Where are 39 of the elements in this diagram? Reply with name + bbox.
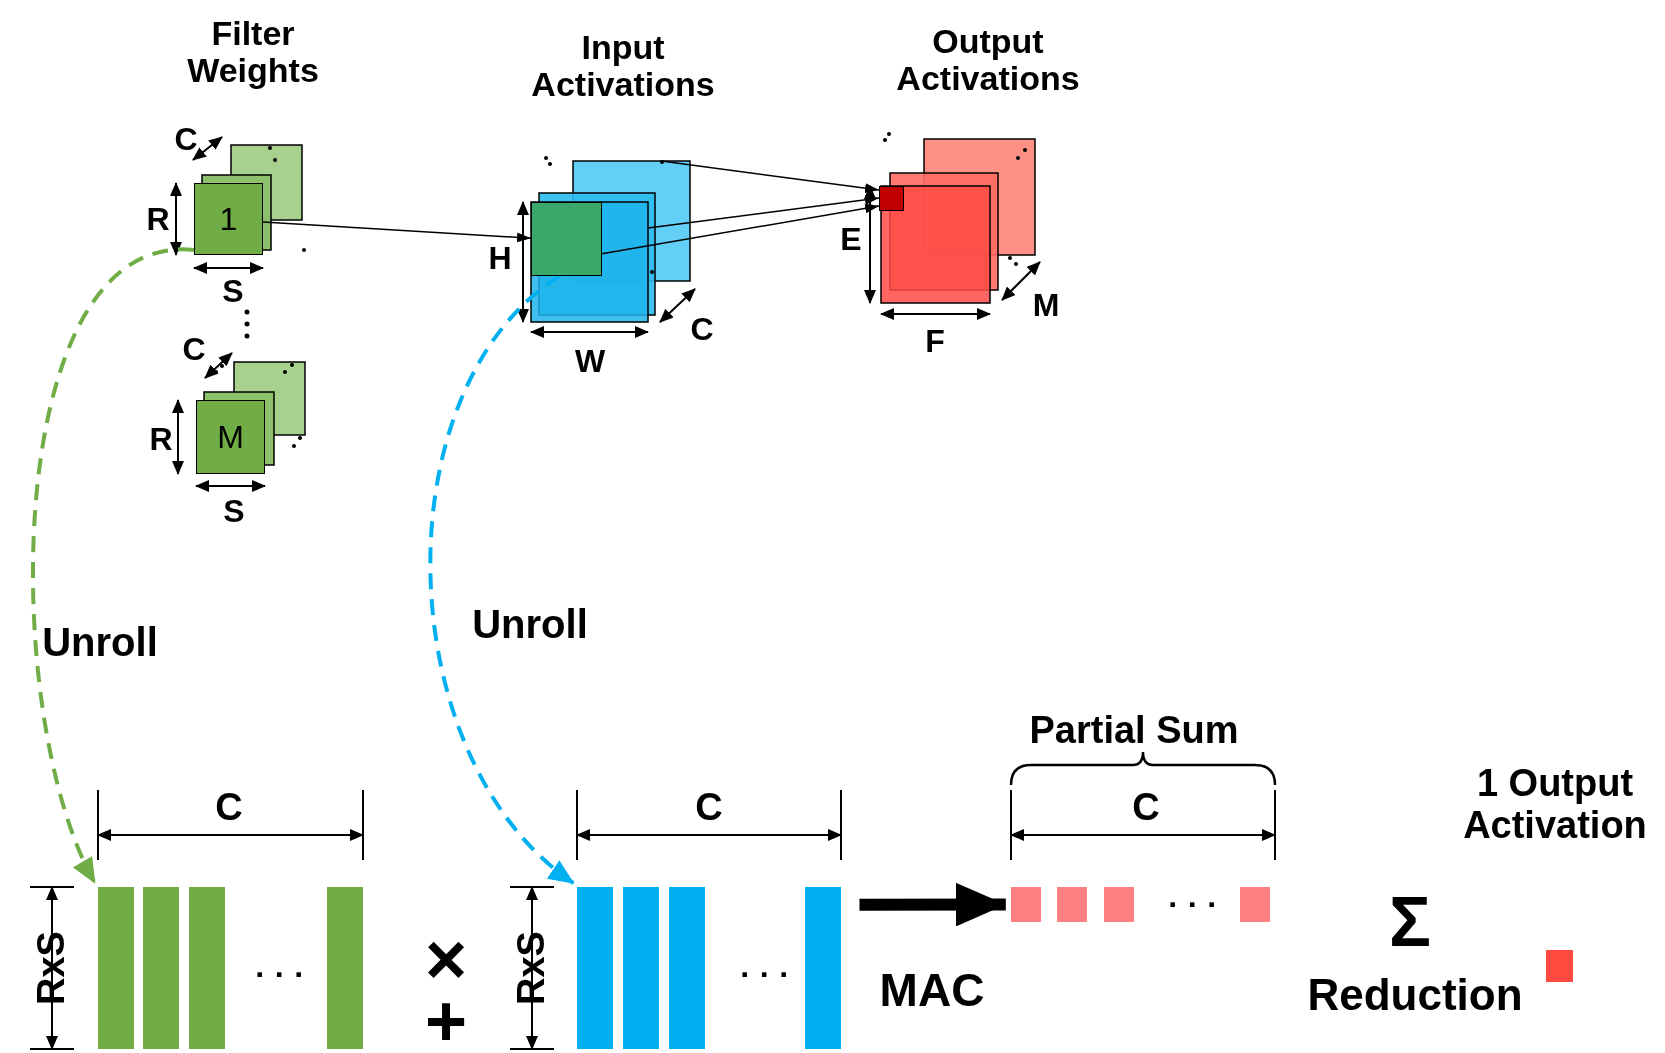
dimension-label: F xyxy=(925,324,945,360)
ellipsis: · · · xyxy=(1168,887,1218,923)
input-window xyxy=(531,202,602,276)
output-square xyxy=(1546,950,1573,982)
dimension-label: M xyxy=(1032,288,1060,324)
dimension-label: C xyxy=(174,122,198,158)
dimension-label: W xyxy=(574,344,606,380)
dimension-label: S xyxy=(223,494,245,530)
dimension-label: H xyxy=(488,241,512,277)
filter-square: M xyxy=(196,400,265,474)
heading: Filter Weights xyxy=(186,14,320,90)
output-pixel xyxy=(879,186,904,211)
arrow xyxy=(859,882,1006,927)
ellipsis: · · · xyxy=(255,957,305,993)
arrow xyxy=(662,160,880,194)
input-matrix xyxy=(577,887,841,1049)
heading: Output Activations xyxy=(895,22,1081,98)
heading: 1 Output Activation xyxy=(1462,763,1648,847)
dimension-label: C xyxy=(690,312,714,348)
filter-square: 1 xyxy=(194,183,263,255)
dimension-label: R xyxy=(149,422,173,458)
dimension-label: E xyxy=(840,222,862,258)
arrow xyxy=(428,274,576,886)
heading: Input Activations xyxy=(530,28,716,104)
arrow xyxy=(647,194,880,229)
dimension-label: C xyxy=(1132,787,1160,829)
weight-matrix xyxy=(98,887,363,1049)
ellipsis: · · · xyxy=(740,957,790,993)
arrow xyxy=(31,247,195,885)
dimension-label: R xyxy=(146,202,170,238)
brace-label: Partial Sum xyxy=(1029,710,1239,752)
caption: Reduction xyxy=(1307,970,1523,1020)
arrow xyxy=(601,203,880,255)
dimension-label: S xyxy=(222,274,244,310)
dimension-label: C xyxy=(215,787,243,829)
dimension-label: C xyxy=(695,787,723,829)
dimension-label: C xyxy=(182,332,206,368)
sigma-sign: Σ xyxy=(1389,883,1431,961)
arrow xyxy=(262,221,532,243)
